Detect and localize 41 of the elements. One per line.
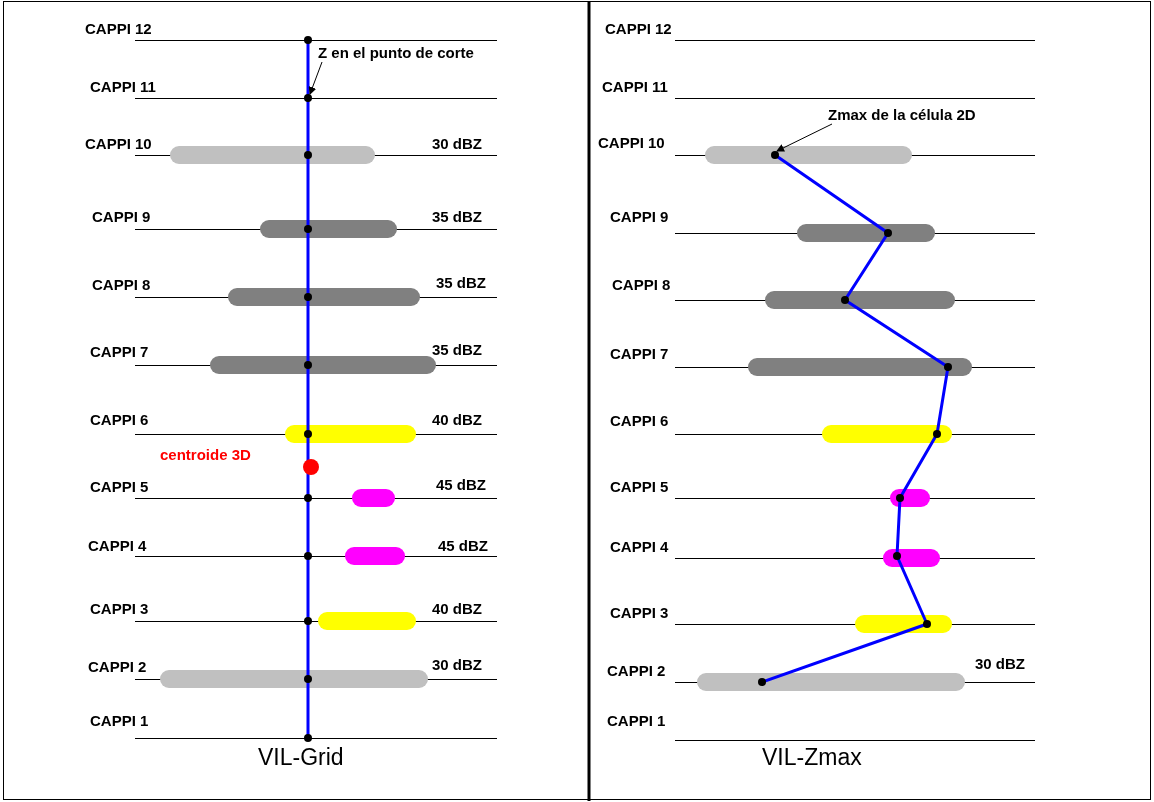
level-label: CAPPI 12 bbox=[605, 20, 672, 38]
level-label: CAPPI 3 bbox=[90, 600, 149, 618]
level-label: CAPPI 5 bbox=[610, 478, 669, 496]
level-label: CAPPI 6 bbox=[610, 412, 669, 430]
level-label: 40 dBZ bbox=[432, 600, 482, 618]
level-label: CAPPI 1 bbox=[607, 712, 666, 730]
level-label: CAPPI 11 bbox=[602, 78, 668, 96]
level-label: 30 dBZ bbox=[432, 135, 482, 153]
level-label: CAPPI 9 bbox=[610, 208, 669, 226]
panel-title: VIL-Zmax bbox=[762, 744, 862, 770]
level-label: CAPPI 5 bbox=[90, 478, 149, 496]
level-label: 30 dBZ bbox=[975, 655, 1025, 673]
level-label: 45 dBZ bbox=[436, 476, 486, 494]
level-label: CAPPI 7 bbox=[610, 345, 669, 363]
annotation-text: Zmax de la célula 2D bbox=[828, 106, 976, 124]
level-label: CAPPI 2 bbox=[607, 662, 666, 680]
level-label: 35 dBZ bbox=[436, 274, 486, 292]
level-label: CAPPI 1 bbox=[90, 712, 149, 730]
level-label: CAPPI 2 bbox=[88, 658, 147, 676]
level-label: CAPPI 3 bbox=[610, 604, 669, 622]
level-label: CAPPI 10 bbox=[85, 135, 152, 153]
level-label: 45 dBZ bbox=[438, 537, 488, 555]
centroid-label: centroide 3D bbox=[160, 446, 251, 464]
level-label: CAPPI 4 bbox=[88, 537, 147, 555]
level-label: CAPPI 7 bbox=[90, 343, 149, 361]
annotation-text: Z en el punto de corte bbox=[318, 44, 474, 62]
leader-line bbox=[776, 123, 833, 152]
level-label: CAPPI 4 bbox=[610, 538, 669, 556]
panel-title: VIL-Grid bbox=[258, 744, 344, 770]
level-label: CAPPI 11 bbox=[90, 78, 156, 96]
level-label: CAPPI 6 bbox=[90, 411, 149, 429]
level-label: CAPPI 8 bbox=[612, 276, 671, 294]
level-label: CAPPI 8 bbox=[92, 276, 151, 294]
level-label: CAPPI 10 bbox=[598, 134, 665, 152]
leader-line bbox=[308, 61, 323, 95]
level-label: 30 dBZ bbox=[432, 656, 482, 674]
level-label: 40 dBZ bbox=[432, 411, 482, 429]
level-label: 35 dBZ bbox=[432, 208, 482, 226]
level-label: CAPPI 9 bbox=[92, 208, 151, 226]
level-label: CAPPI 12 bbox=[85, 20, 152, 38]
level-label: 35 dBZ bbox=[432, 341, 482, 359]
